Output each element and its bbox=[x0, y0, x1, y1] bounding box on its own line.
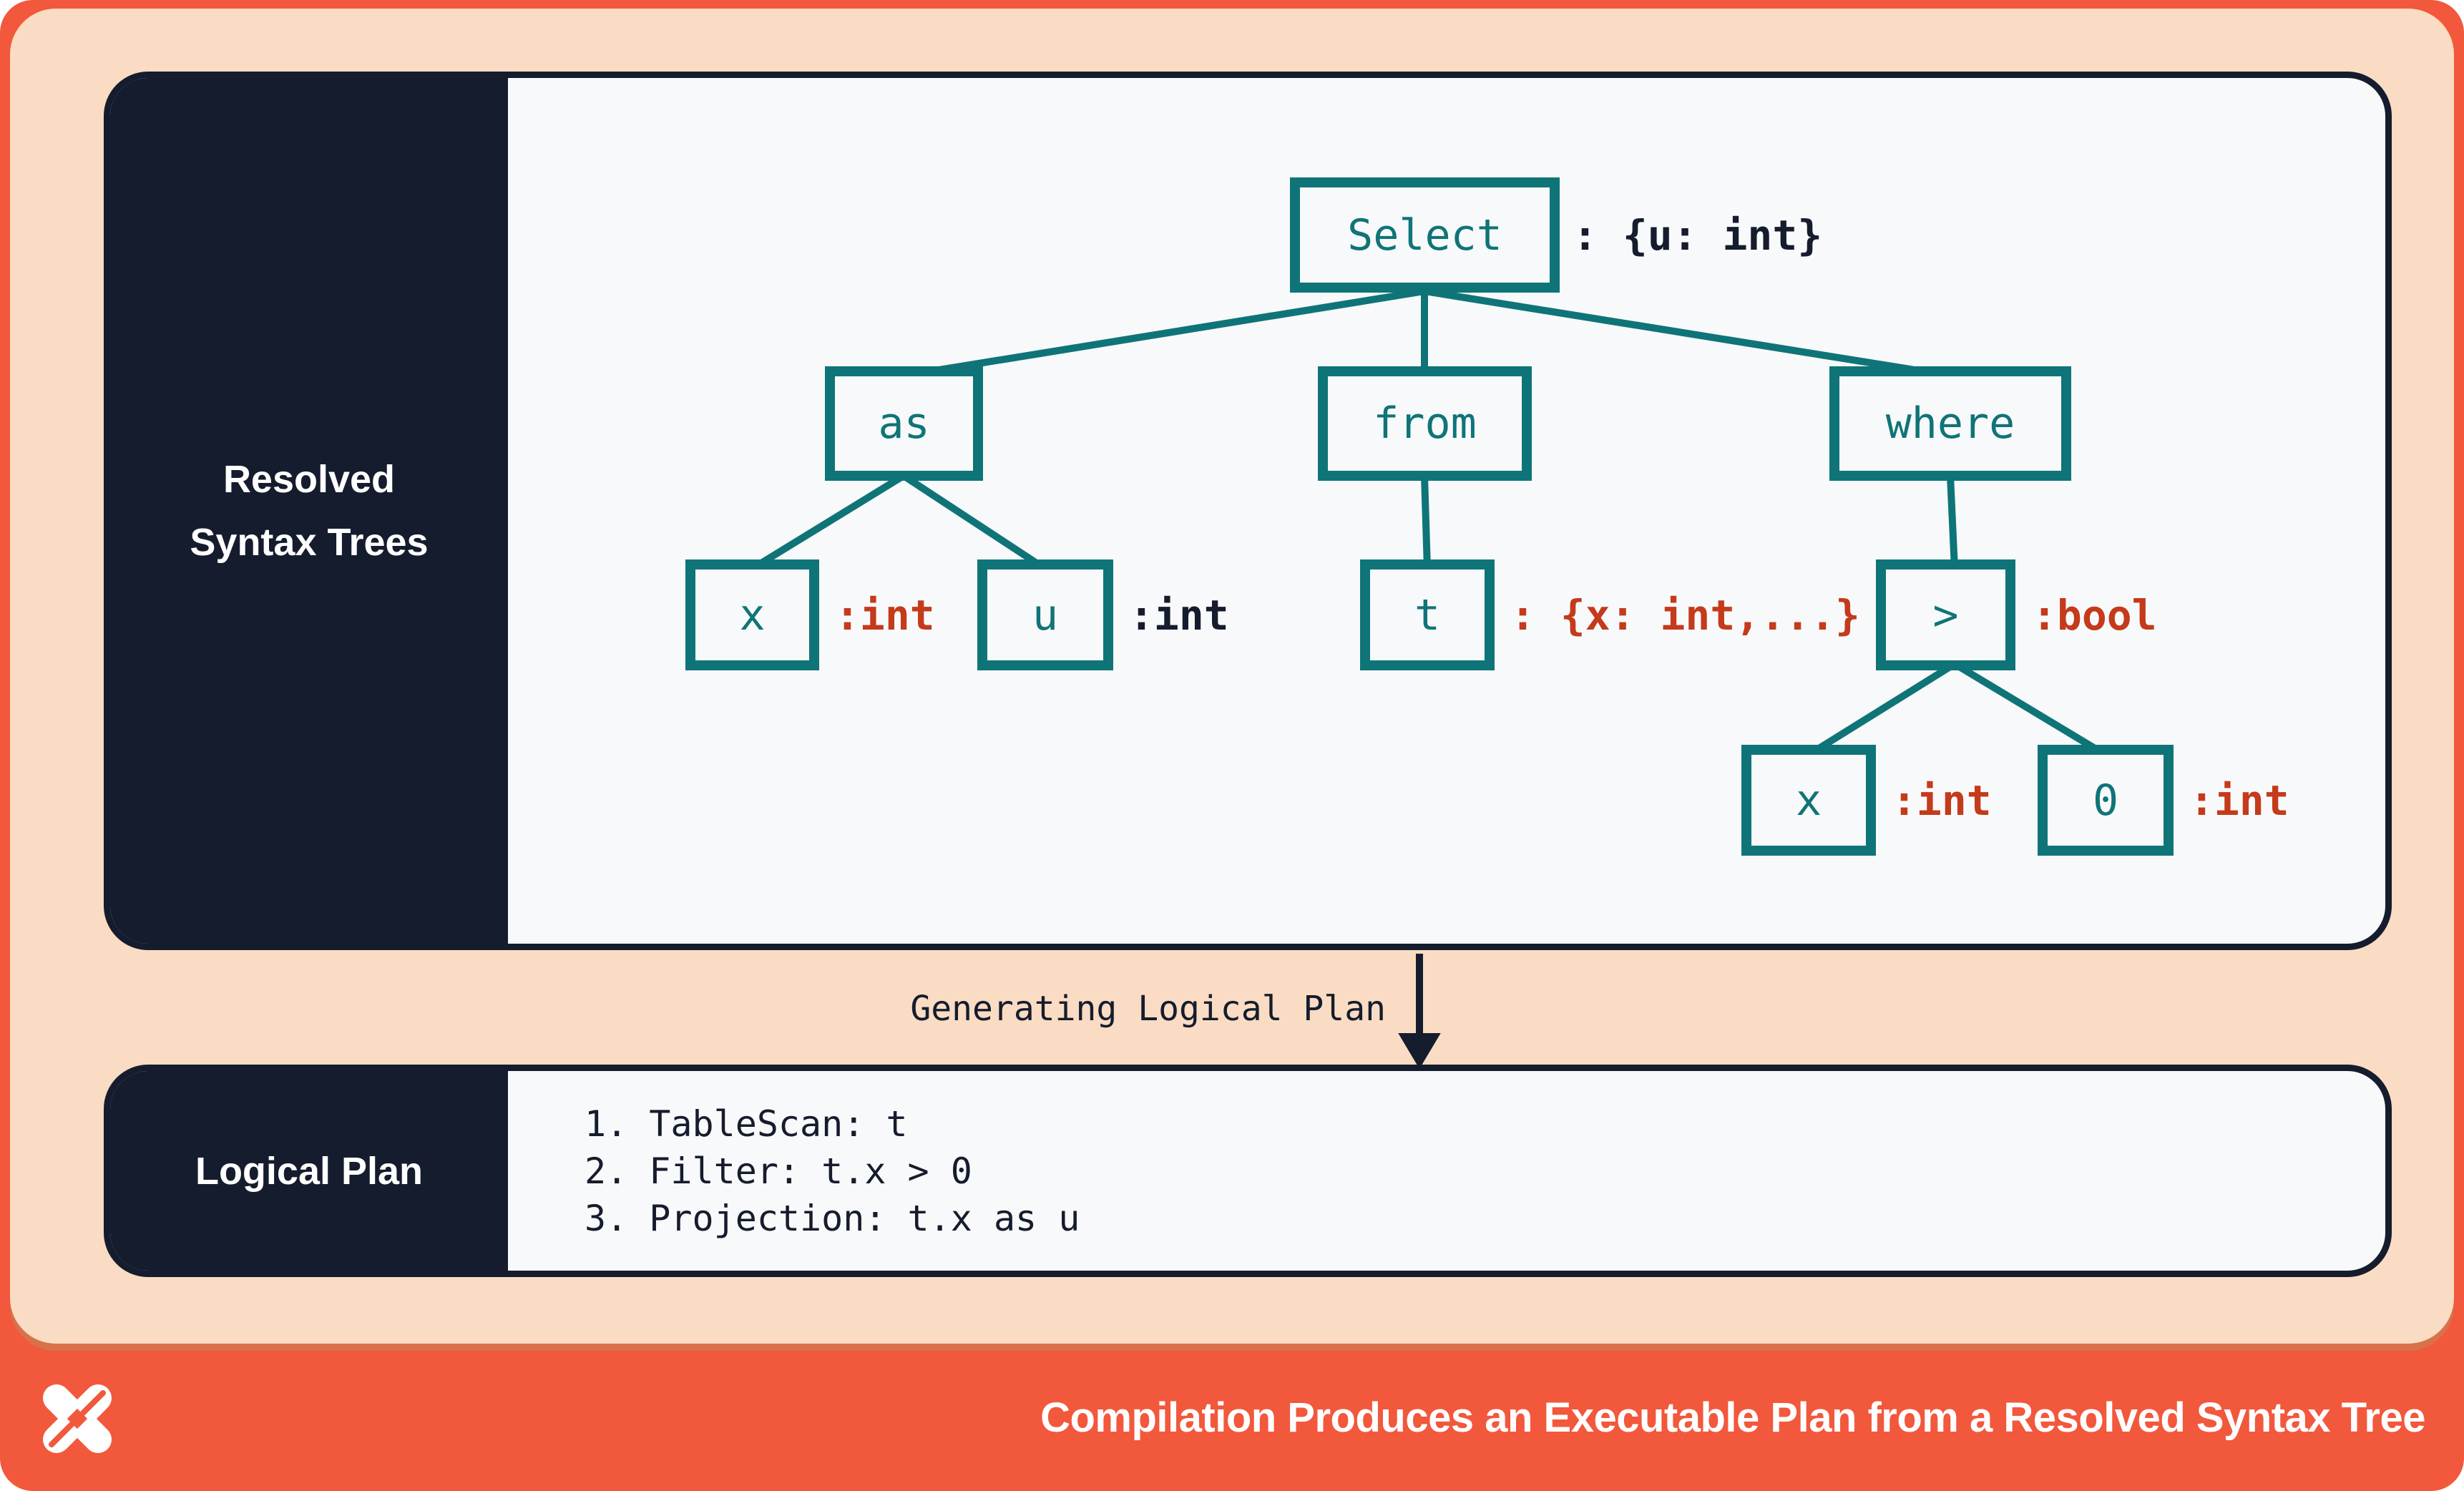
type-annotation-gt-where: :bool bbox=[2032, 590, 2157, 640]
resolved-panel-sidebar: Resolved Syntax Trees bbox=[110, 78, 508, 944]
tree-node-t-from: t bbox=[1360, 559, 1495, 670]
type-annotation-x-as: :int bbox=[835, 590, 935, 640]
sidebar-label-line1: Resolved bbox=[223, 458, 396, 501]
logical-plan-steps: 1. TableScan: t 2. Filter: t.x > 0 3. Pr… bbox=[508, 1071, 1080, 1271]
tree-node-as: as bbox=[825, 366, 983, 481]
sidebar-label-line2: Syntax Trees bbox=[190, 521, 429, 564]
sidebar-label: Logical Plan bbox=[195, 1149, 424, 1193]
tree-node-where: where bbox=[1829, 366, 2071, 481]
type-annotation-t-from: : {x: int,...} bbox=[1510, 590, 1860, 640]
plan-step: 3. Projection: t.x as u bbox=[585, 1197, 1080, 1239]
type-annotation-zero-gt: :int bbox=[2189, 776, 2289, 825]
tree-node-gt-where: > bbox=[1876, 559, 2015, 670]
plan-step: 1. TableScan: t bbox=[585, 1103, 908, 1145]
tree-node-from: from bbox=[1318, 366, 1532, 481]
tree-node-x-gt: x bbox=[1741, 745, 1876, 856]
type-annotation-select: : {u: int} bbox=[1573, 210, 1823, 260]
generating-logical-plan-label: Generating Logical Plan bbox=[910, 989, 1386, 1029]
logical-panel-sidebar: Logical Plan bbox=[110, 1071, 508, 1271]
resolved-syntax-trees-panel: Resolved Syntax Trees bbox=[104, 72, 2392, 950]
footer-caption: Compilation Produces an Executable Plan … bbox=[1040, 1394, 2425, 1441]
tree-node-u-as: u bbox=[977, 559, 1113, 670]
tree-node-select: Select bbox=[1290, 177, 1560, 293]
plan-step: 2. Filter: t.x > 0 bbox=[585, 1150, 972, 1192]
logical-plan-panel: Logical Plan 1. TableScan: t 2. Filter: … bbox=[104, 1065, 2392, 1277]
tree-node-zero-gt: 0 bbox=[2038, 745, 2174, 856]
type-annotation-u-as: :int bbox=[1129, 590, 1229, 640]
type-annotation-x-gt: :int bbox=[1892, 776, 1992, 825]
tree-node-x-as: x bbox=[685, 559, 819, 670]
pinwheel-logo-icon bbox=[43, 1384, 112, 1453]
